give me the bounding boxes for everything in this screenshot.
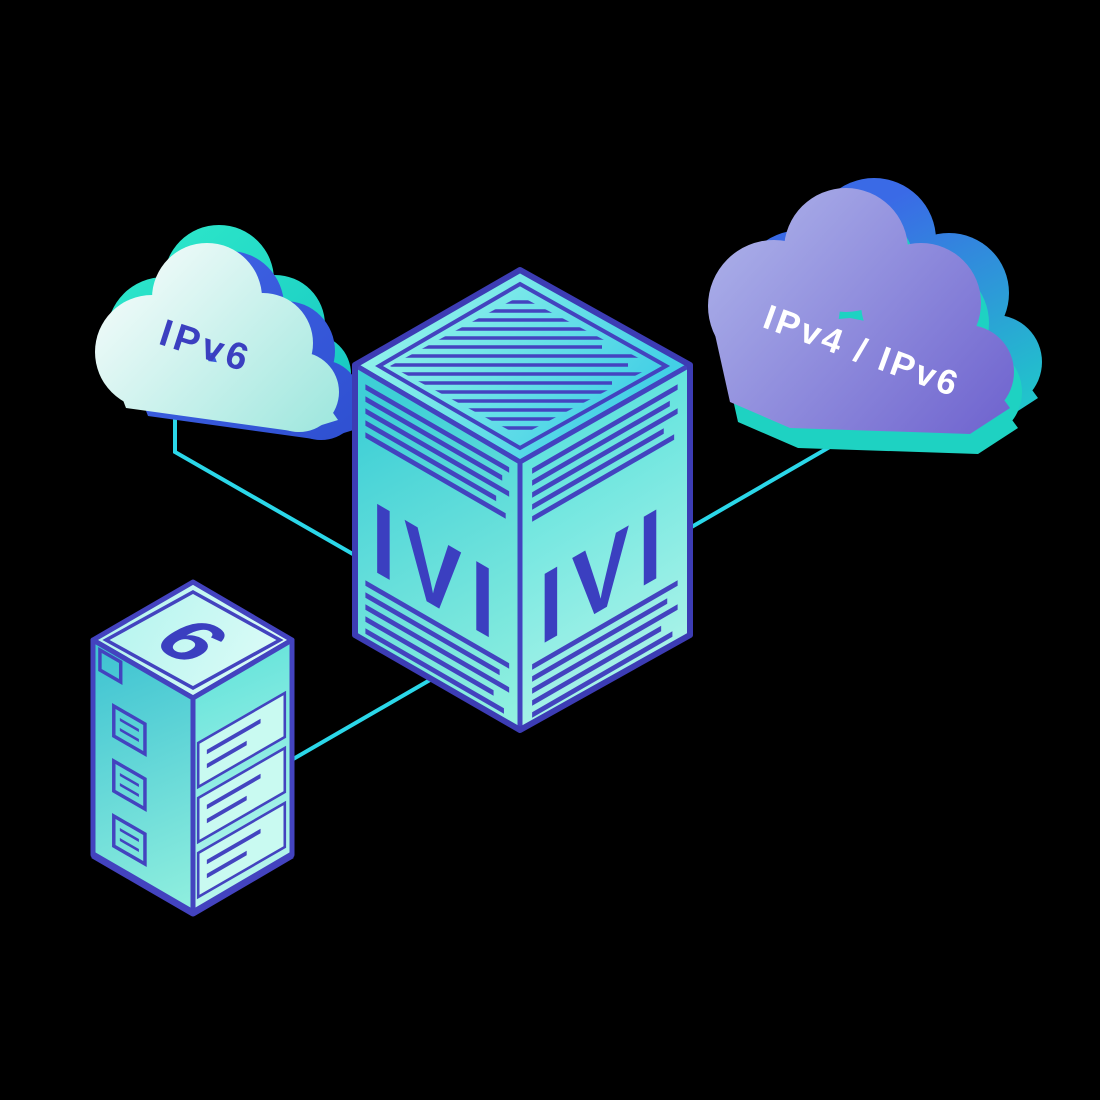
- cube-outline: [352, 267, 693, 733]
- ipv6-cloud-icon: IPv6: [95, 225, 361, 440]
- server-base-edge: [91, 851, 294, 917]
- dualstack-cloud-icon: IPv4 / IPv6: [708, 178, 1042, 454]
- server-right-face-drawers: [196, 690, 287, 900]
- server-drawer-3: [196, 800, 287, 900]
- ivi-translator-cube-icon: IVI IVI: [352, 267, 693, 733]
- cube-top-inner-border: [375, 281, 671, 451]
- cube-left-stripes: [365, 384, 510, 714]
- server-top-inner-border: [102, 590, 284, 690]
- server-drawer-1: [196, 690, 287, 790]
- server-left-face-vents: [98, 647, 147, 867]
- cube-right-stripes: [532, 384, 678, 718]
- server-drawer-2: [196, 745, 287, 845]
- ipv6-server-icon: 6: [90, 579, 295, 917]
